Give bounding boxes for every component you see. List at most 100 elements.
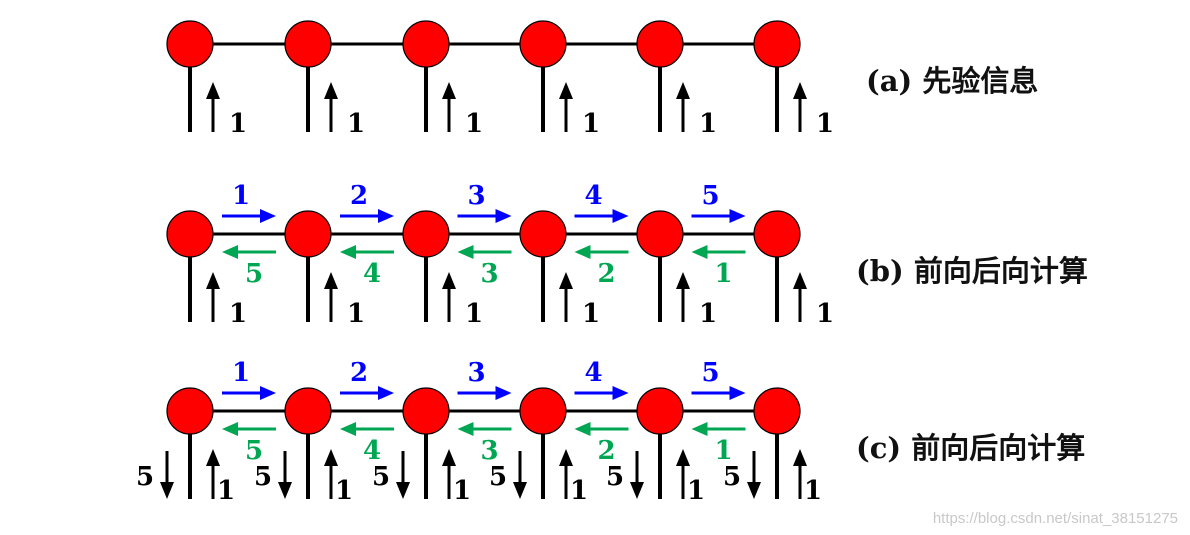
panel-a-up-label-2: 1 <box>347 109 365 139</box>
panel-c-backward-arrow-4-head <box>574 422 591 436</box>
panel-c-up-label-6: 1 <box>804 476 822 506</box>
panel-c-forward-arrow-1-head <box>260 386 276 400</box>
panel-b-node-6 <box>753 210 801 258</box>
panel-c-down-label-3: 5 <box>372 462 390 492</box>
panel-c-up-label-4: 1 <box>570 476 588 506</box>
panel-b-up-label-3: 1 <box>465 299 483 329</box>
panel-c-down-label-2: 5 <box>254 462 272 492</box>
panel-c-backward-arrow-2-head <box>340 422 356 436</box>
panel-c-up-arrow-4-head <box>559 449 573 466</box>
panel-b-forward-label-5: 5 <box>701 181 719 211</box>
panel-c-down-label-5: 5 <box>606 462 624 492</box>
panel-b-backward-arrow-4-head <box>574 245 591 259</box>
panel-a-up-label-1: 1 <box>229 109 247 139</box>
panel-b-forward-arrow-2-head <box>378 209 394 223</box>
watermark: https://blog.csdn.net/sinat_38151275 <box>932 510 1178 527</box>
panel-c-up-arrow-1-head <box>206 449 220 466</box>
panel-c-up-arrow-6-head <box>793 449 807 466</box>
panel-a-up-arrow-5-head <box>676 82 690 99</box>
panel-a-up-label-4: 1 <box>582 109 600 139</box>
panel-b-forward-label-1: 1 <box>232 181 250 211</box>
panel-b-up-label-2: 1 <box>347 299 365 329</box>
panel-a-caption: (a) 先验信息 <box>866 64 1039 98</box>
panel-c-backward-label-1: 5 <box>245 436 263 466</box>
panel-c-node-5 <box>636 387 684 435</box>
panel-c-up-label-1: 1 <box>217 476 235 506</box>
panel-a-up-label-5: 1 <box>699 109 717 139</box>
panel-b-backward-label-3: 3 <box>480 259 498 289</box>
panel-a-node-4 <box>519 20 567 68</box>
panel-a-node-6 <box>753 20 801 68</box>
panel-b-up-label-1: 1 <box>229 299 247 329</box>
panel-c-down-label-6: 5 <box>723 462 741 492</box>
panel-c-caption: (c) 前向后向计算 <box>856 431 1086 465</box>
panel-b-node-2 <box>284 210 332 258</box>
panel-c-forward-label-2: 2 <box>350 358 368 388</box>
panel-b-node-4 <box>519 210 567 258</box>
panel-b-backward-arrow-5-head <box>691 245 708 259</box>
panel-c-backward-arrow-3-head <box>457 422 474 436</box>
panel-c-down-label-4: 5 <box>489 462 507 492</box>
panel-c-backward-arrow-5-head <box>691 422 708 436</box>
panel-b-up-label-5: 1 <box>699 299 717 329</box>
panel-c-down-arrow-5-head <box>630 482 644 499</box>
panel-b-up-arrow-2-head <box>324 272 338 289</box>
panel-c-node-3 <box>402 387 450 435</box>
panel-c-forward-arrow-3-head <box>495 386 512 400</box>
panel-b-node-5 <box>636 210 684 258</box>
panel-c-forward-label-1: 1 <box>232 358 250 388</box>
panel-c-node-1 <box>166 387 214 435</box>
panel-b-caption: (b) 前向后向计算 <box>856 254 1088 288</box>
panel-b-backward-label-5: 1 <box>714 259 732 289</box>
panel-c-up-arrow-2-head <box>324 449 338 466</box>
panel-b-backward-arrow-3-head <box>457 245 474 259</box>
panel-a-node-3 <box>402 20 450 68</box>
panel-c-backward-label-5: 1 <box>714 436 732 466</box>
panel-b-forward-label-4: 4 <box>584 181 602 211</box>
panel-a-up-arrow-1-head <box>206 82 220 99</box>
panel-c-node-4 <box>519 387 567 435</box>
panel-c-forward-arrow-4-head <box>612 386 629 400</box>
panel-b-backward-arrow-1-head <box>222 245 238 259</box>
panel-c-down-label-1: 5 <box>136 462 154 492</box>
panel-a-up-arrow-6-head <box>793 82 807 99</box>
panel-c-up-label-3: 1 <box>453 476 471 506</box>
panel-b-backward-label-2: 4 <box>363 259 381 289</box>
panel-c-backward-label-4: 2 <box>597 436 615 466</box>
panel-b-up-arrow-6-head <box>793 272 807 289</box>
panel-b-forward-arrow-3-head <box>495 209 512 223</box>
panel-c-forward-label-3: 3 <box>467 358 485 388</box>
panel-b-up-arrow-4-head <box>559 272 573 289</box>
panel-b-forward-label-3: 3 <box>467 181 485 211</box>
panel-b-forward-arrow-5-head <box>729 209 746 223</box>
panel-c-node-2 <box>284 387 332 435</box>
panel-c-up-arrow-3-head <box>442 449 456 466</box>
panel-c-down-arrow-1-head <box>160 482 174 499</box>
panel-b-up-label-6: 1 <box>816 299 834 329</box>
panel-a-node-1 <box>166 20 214 68</box>
panel-b-up-arrow-5-head <box>676 272 690 289</box>
panel-b-backward-arrow-2-head <box>340 245 356 259</box>
panel-c-forward-label-5: 5 <box>701 358 719 388</box>
panel-a-node-2 <box>284 20 332 68</box>
panel-a-up-arrow-2-head <box>324 82 338 99</box>
panel-b-up-arrow-1-head <box>206 272 220 289</box>
panel-c-down-arrow-3-head <box>396 482 410 499</box>
panel-a-up-arrow-3-head <box>442 82 456 99</box>
panel-b-node-3 <box>402 210 450 258</box>
panel-a-up-arrow-4-head <box>559 82 573 99</box>
panel-c-backward-label-2: 4 <box>363 436 381 466</box>
panel-b-node-1 <box>166 210 214 258</box>
panel-c-forward-label-4: 4 <box>584 358 602 388</box>
panel-c-down-arrow-6-head <box>747 482 761 499</box>
panel-c-forward-arrow-5-head <box>729 386 746 400</box>
panel-b-up-label-4: 1 <box>582 299 600 329</box>
panel-b-backward-label-4: 2 <box>597 259 615 289</box>
panel-c-forward-arrow-2-head <box>378 386 394 400</box>
panel-c-down-arrow-2-head <box>278 482 292 499</box>
panel-c-down-arrow-4-head <box>513 482 527 499</box>
panel-c-backward-label-3: 3 <box>480 436 498 466</box>
panel-c-up-arrow-5-head <box>676 449 690 466</box>
panel-a-up-label-3: 1 <box>465 109 483 139</box>
